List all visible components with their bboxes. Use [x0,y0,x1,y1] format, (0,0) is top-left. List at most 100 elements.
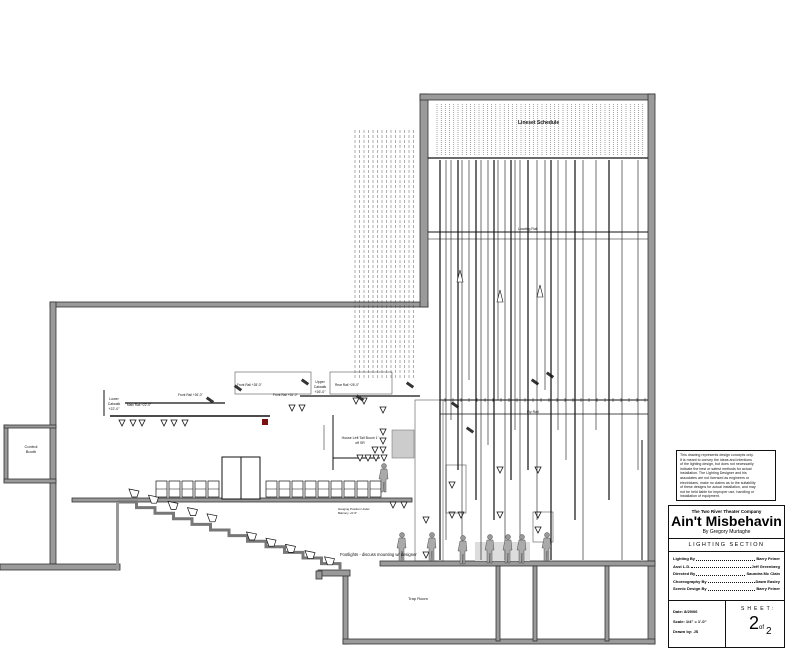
sheet-total: 2 [766,626,772,637]
person-figure [457,540,468,565]
loading-rail-label: Loading Rail [518,227,538,231]
pipe-end-icon [456,269,464,283]
lighting-fixture-icon [534,526,542,534]
credit-row: Choreography By Dawn Easley [673,578,780,586]
show-title: Ain't Misbehavin [671,513,782,529]
people-figures [378,463,552,565]
lighting-fixture-icon [457,511,465,519]
credit-role: Lighting By [673,556,695,561]
date-field: Date: 8/29/06 [673,609,698,614]
rear-rail-label: Rear Rail +26'-0" [335,383,359,387]
lighting-fixture-icon [379,437,387,445]
footlights-label: Footlights - discuss mounting w/ designe… [340,552,417,557]
disclaimer-line: of the lighting design, but does not nec… [680,462,754,467]
raked-seat [323,556,335,566]
lighting-fixture-icon [448,511,456,519]
angled-fixture-icon [530,378,540,386]
stairs [116,488,342,570]
info-section: Date: 8/29/06 Scale: 1/4" = 1'-0" Drawn … [669,600,784,648]
boom-label: House Left Tall Boom 1'off SR [342,436,379,445]
angled-fixture-icon [355,394,365,402]
person-figure [378,468,389,493]
lighting-fixture-icon [372,454,380,462]
angled-fixture-icon [450,401,460,409]
credit-role: Scenic Design By [673,586,707,591]
angled-fixture-icon [545,371,555,379]
raked-seat [265,537,277,547]
disclaimer-line: not be held liable for improper use, han… [680,489,755,494]
angled-fixture-icon [300,378,310,386]
credit-leader [696,555,756,561]
lighting-fixture-icon [496,511,504,519]
raked-seat [167,500,179,510]
main-rail-label: Main Rail +22'-0" [127,403,151,407]
person-head [505,534,511,540]
person-figure [396,537,407,562]
person-figure [541,537,552,562]
credit-row: Directed By Saundra Mc Clain [673,570,780,578]
pipe-end-icon [496,289,504,303]
lighting-fixture-icon [534,511,542,519]
lighting-fixture-icon [422,516,430,524]
credit-leader [696,570,746,576]
credit-leader [707,585,756,591]
lineset-schedule-title: Lineset Schedule [518,120,559,126]
credit-name: Jeff Greenberg [751,563,780,569]
front-rail-label-1: Front Rail +26'-0" [178,393,203,397]
lighting-fixture-icon [352,397,360,405]
raked-seat [245,531,257,541]
fly-rail-label: Fly Rail [527,410,539,414]
credit-name: Barry Feiner [756,586,780,591]
person-head [460,535,466,541]
lighting-fixture-icon [356,454,364,462]
lighting-fixture-icon [422,551,430,559]
trap-room-label: Trap Room [408,596,429,601]
stage-house [414,157,648,562]
lighting-fixture-icon [288,404,296,412]
credit-role: Directed By [673,571,696,576]
disclaimer-line: This drawing represents design concepts … [680,453,754,457]
angled-fixture-icon [205,396,215,404]
title-block: The Two River Theater Company Ain't Misb… [668,505,785,648]
person-head [487,534,493,540]
lighting-fixture-icon [371,446,379,454]
lighting-fixture-icon [160,419,168,427]
front-rail-label-3: Front Rail +26'-0" [273,393,298,397]
red-fixture [262,419,268,425]
lighting-fixture-icon [389,501,397,509]
disclaimer-line: It is meant to convey the ideas and inte… [680,457,752,462]
person-head [519,534,525,540]
credit-name: Dawn Easley [755,578,780,584]
credit-role: Choreography By [673,578,707,584]
disclaimer-line: installation of equipment. [680,494,720,499]
disclaimer-line: electricians, make no claims as to the s… [680,480,756,485]
credit-name: Saundra Mc Clain [746,571,780,576]
drawn-by-field: Drawn by: JS [673,629,699,634]
lighting-fixture-icon [379,406,387,414]
raked-seat [128,488,140,498]
person-head [381,463,387,469]
sheet-label: SHEET: [741,606,777,612]
disclaimer-line: of these designs for actual installation… [680,485,756,490]
person-head [544,532,550,538]
company-name: The Two River Theater Company [691,509,762,514]
credit-leader [691,563,751,568]
disclaimer-line: indicate the best or safest methods for … [680,466,752,471]
disclaimer-line: associates are not licensed as engineers… [680,475,750,480]
lighting-fixture-icon [364,454,372,462]
sheet-type: LIGHTING SECTION [669,538,784,552]
lighting-fixture-icon [298,404,306,412]
angled-fixture-icon [405,381,415,389]
pipe-end-icon [536,284,544,298]
stair-wall [116,502,119,570]
lighting-fixture-icon [379,428,387,436]
lighting-fixture-icon [118,419,126,427]
person-figure [484,539,495,564]
person-head [429,532,435,538]
